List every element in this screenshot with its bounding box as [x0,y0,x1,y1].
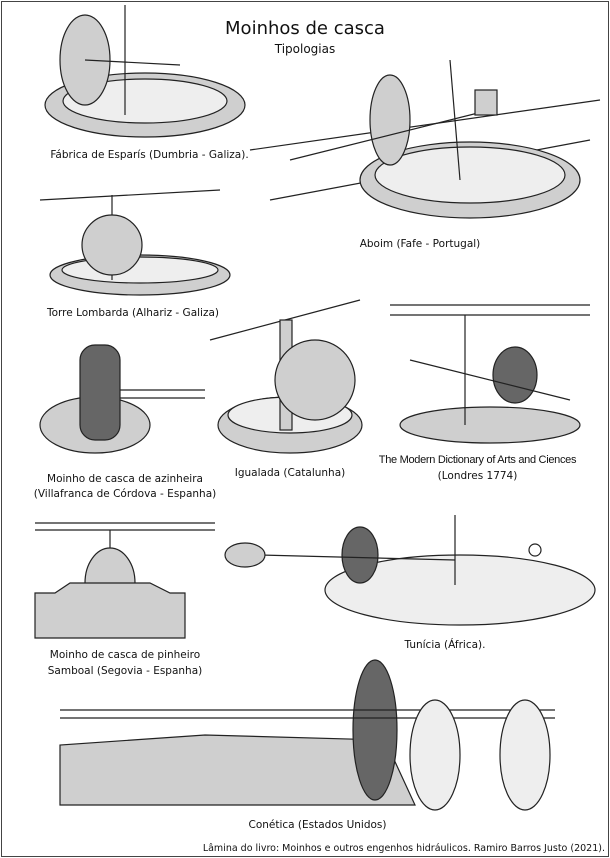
illustration-pinheiro [34,522,215,639]
caption-pinheiro-1: Moinho de casca de pinheiro [49,649,201,661]
page-title: Moinhos de casca [225,18,385,39]
illustration-modern-dictionary [390,304,590,444]
illustration-conetica [59,659,555,811]
caption-igualada: Igualada (Catalunha) [234,467,346,479]
caption-pinheiro-2: Samboal (Segovia - Espanha) [47,665,203,677]
page-subtitle: Tipologias [274,42,336,56]
caption-tunicia: Tunícia (África). [404,639,486,651]
illustration-aboim [249,59,601,219]
caption-modern-dictionary-2: (Londres 1774) [437,470,518,482]
illustration-igualada [209,299,363,454]
illustration-esparis [44,5,246,138]
illustration-torre-lombarda [39,189,231,296]
illustration-tunicia [224,515,596,626]
caption-azinheira-1: Moinho de casca de azinheira [47,473,203,485]
caption-azinheira-2: (Villafranca de Córdova - Espanha) [33,488,217,500]
footer-credit: Lâmina do livro: Moinhos e outros engenh… [202,843,605,854]
caption-modern-dictionary-1: The Modern Dictionary of Arts and Cience… [378,454,577,466]
caption-conetica: Conética (Estados Unidos) [248,819,387,831]
caption-torre-lombarda: Torre Lombarda (Alhariz - Galiza) [47,307,219,319]
illustration-azinheira [39,344,205,454]
caption-aboim: Aboim (Fafe - Portugal) [359,238,481,250]
caption-esparis: Fábrica de Esparís (Dumbria - Galiza). [50,149,249,161]
